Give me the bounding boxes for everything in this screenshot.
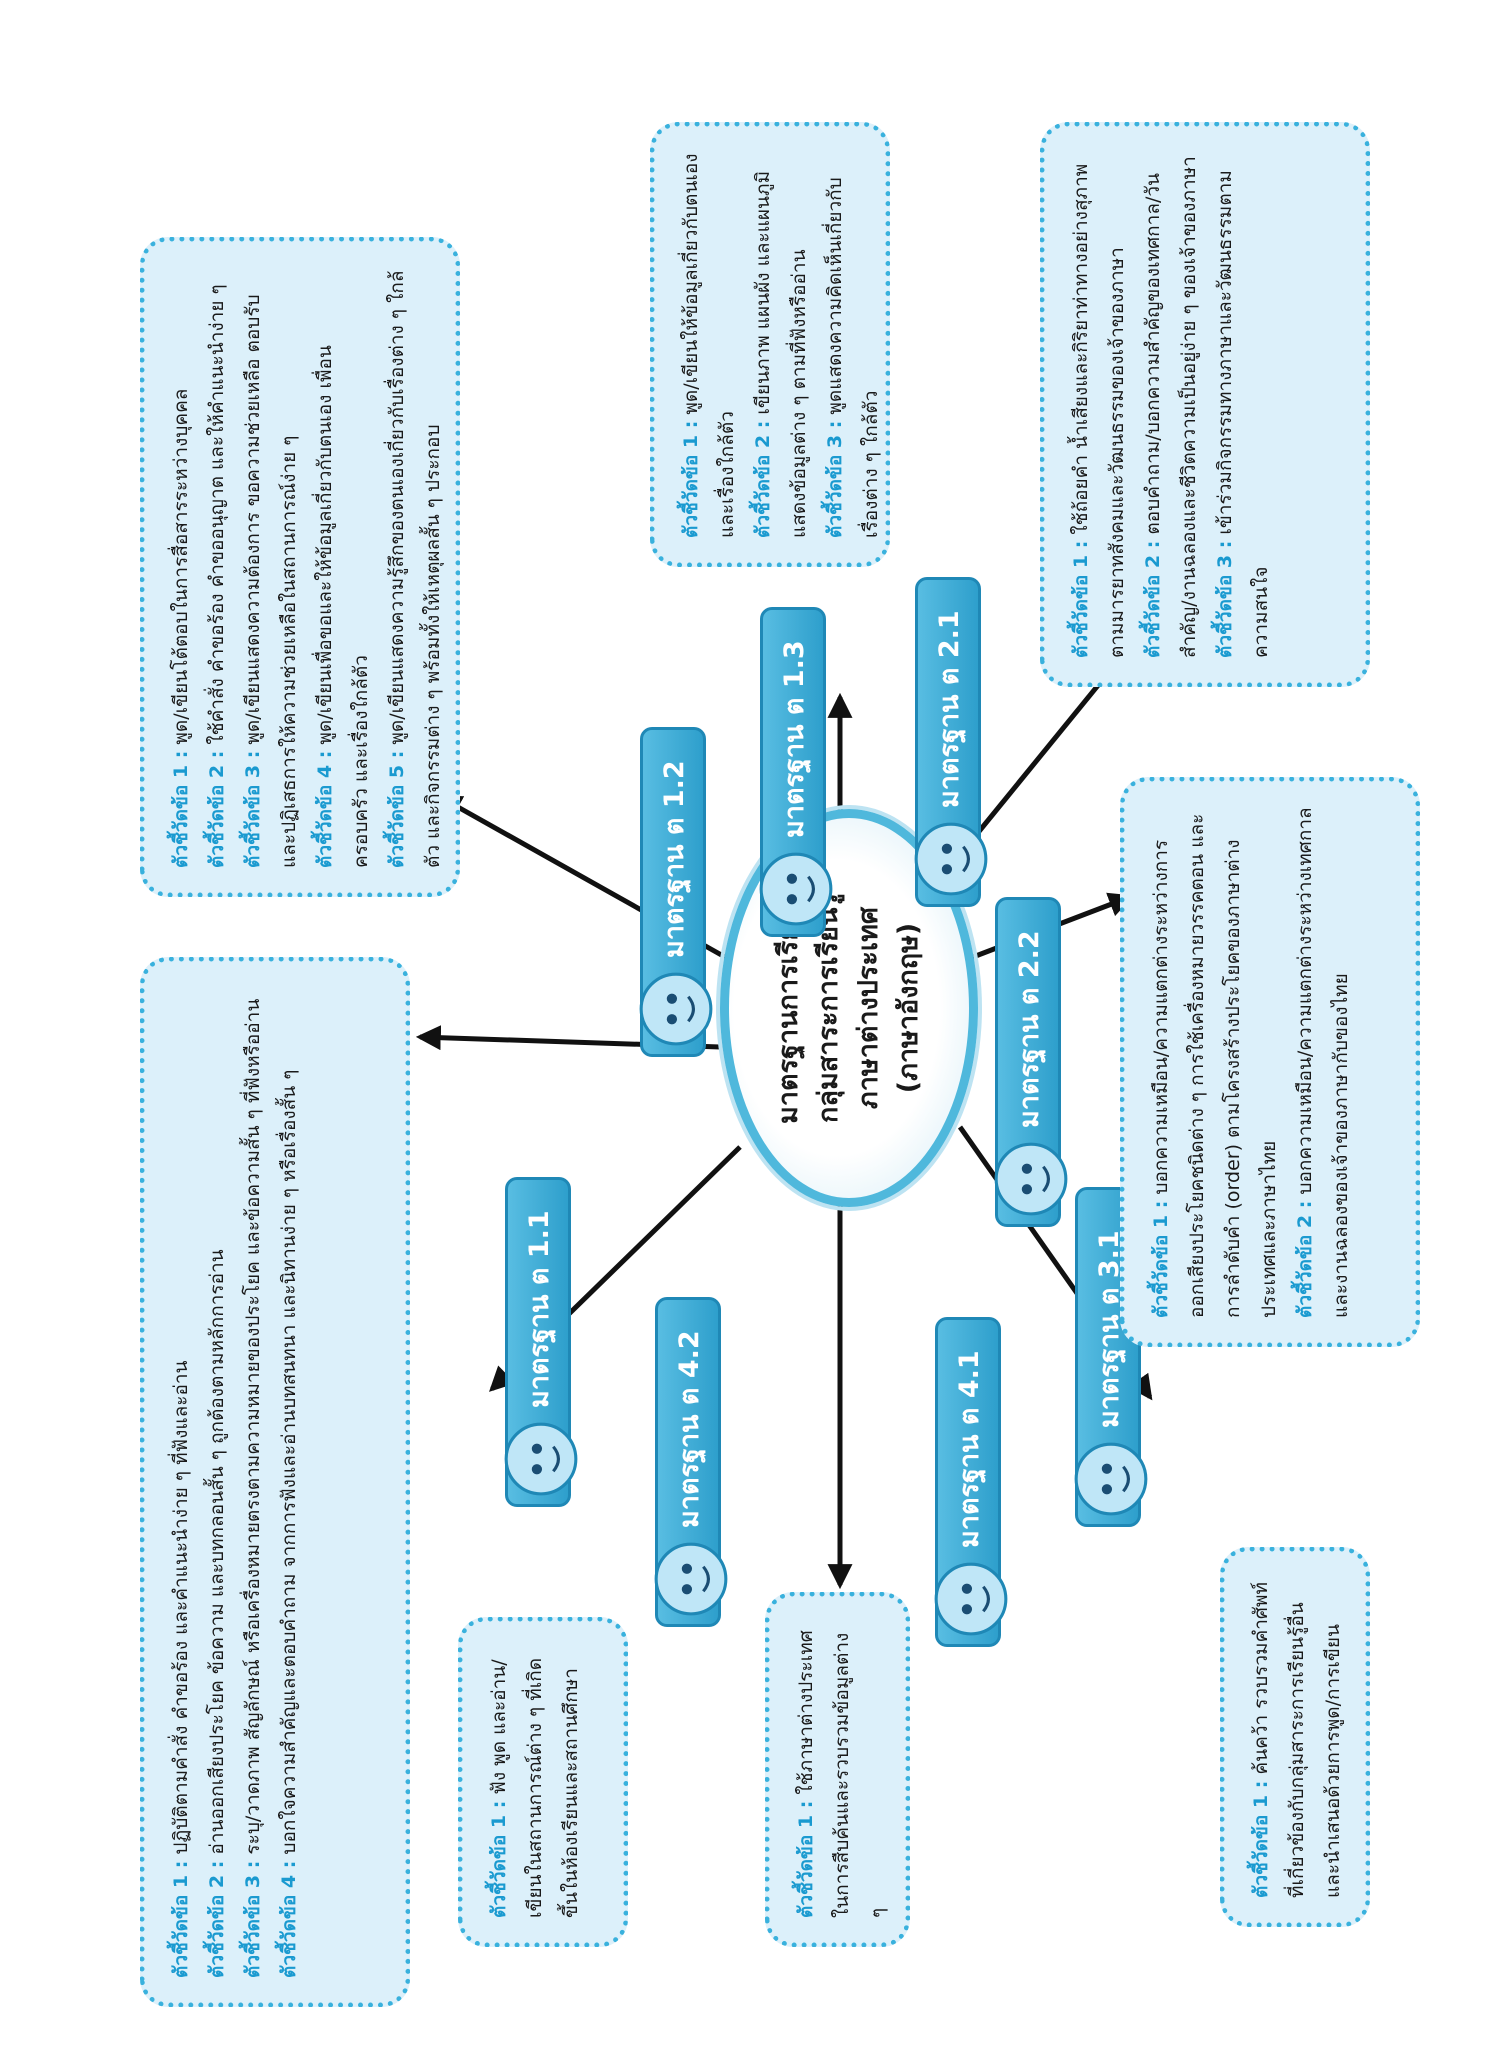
indicator-4-1-1: ตัวชี้วัดข้อ 1 : ใช้ภาษาต่างประเทศในการส… <box>795 1630 889 1918</box>
indicator-box-1-1: ตัวชี้วัดข้อ 1 : ปฏิบัติตามคำสั่ง คำขอร้… <box>140 957 410 2007</box>
indicator-1-2-4: ตัวชี้วัดข้อ 4 : พูด/เขียนเพื่อขอและให้ข… <box>314 345 372 868</box>
indicator-box-4-2: ตัวชี้วัดข้อ 1 : ฟัง พูด และอ่าน/เขียนใน… <box>458 1617 628 1947</box>
standard-label-3-1: มาตรฐาน ต 3.1 <box>1074 1187 1148 1527</box>
indicator-1-2-3: ตัวชี้วัดข้อ 3 : พูด/เขียนแสดงความต้องกา… <box>242 294 300 868</box>
mascot-icon <box>994 1142 1068 1216</box>
standard-text-4-2: มาตรฐาน ต 4.2 <box>673 1330 705 1528</box>
indicator-box-2-2: ตัวชี้วัดข้อ 1 : บอกความเหมือน/ความแตกต่… <box>1120 777 1420 1347</box>
mascot-icon <box>759 852 833 926</box>
center-line-4: (ภาษาอังกฤษ) <box>893 922 924 1094</box>
indicator-box-1-3: ตัวชี้วัดข้อ 1 : พูด/เขียนให้ข้อมูลเกี่ย… <box>650 122 890 567</box>
standard-label-1-3: มาตรฐาน ต 1.3 <box>759 607 833 937</box>
indicator-1-3-1: ตัวชี้วัดข้อ 1 : พูด/เขียนให้ข้อมูลเกี่ย… <box>680 153 738 538</box>
standard-label-1-1: มาตรฐาน ต 1.1 <box>504 1177 578 1507</box>
indicator-3-1-1: ตัวชี้วัดข้อ 1 : ค้นคว้า รวบรวมคำศัพท์ที… <box>1250 1581 1344 1898</box>
mascot-icon <box>914 822 988 896</box>
indicator-box-1-2: ตัวชี้วัดข้อ 1 : พูด/เขียนโต้ตอบในการสื่… <box>140 237 460 897</box>
standard-text-1-2: มาตรฐาน ต 1.2 <box>658 760 690 958</box>
indicator-1-3-3: ตัวชี้วัดข้อ 3 : พูดแสดงความคิดเห็นเกี่ย… <box>824 177 882 538</box>
indicator-2-2-1: ตัวชี้วัดข้อ 1 : บอกความเหมือน/ความแตกต่… <box>1150 813 1280 1318</box>
mascot-icon <box>934 1562 1008 1636</box>
standard-text-2-1: มาตรฐาน ต 2.1 <box>933 610 965 808</box>
indicator-2-2-2: ตัวชี้วัดข้อ 2 : บอกความเหมือน/ความแตกต่… <box>1294 807 1352 1318</box>
standard-text-1-3: มาตรฐาน ต 1.3 <box>778 640 810 838</box>
mascot-icon <box>654 1542 728 1616</box>
indicator-1-3-2: ตัวชี้วัดข้อ 2 : เขียนภาพ แผนผัง และแผนภ… <box>752 170 810 538</box>
mascot-icon <box>1074 1442 1148 1516</box>
indicator-2-1-3: ตัวชี้วัดข้อ 3 : เข้าร่วมกิจกรรมทางภาษาแ… <box>1214 170 1272 658</box>
indicator-1-2-2: ตัวชี้วัดข้อ 2 : ใช้คำสั่ง คำขอร้อง คำขอ… <box>206 284 228 868</box>
center-line-3: ภาษาต่างประเทศ <box>853 906 884 1110</box>
indicator-box-3-1: ตัวชี้วัดข้อ 1 : ค้นคว้า รวบรวมคำศัพท์ที… <box>1220 1547 1370 1927</box>
standard-text-4-1: มาตรฐาน ต 4.1 <box>953 1350 985 1548</box>
indicator-1-1-3: ตัวชี้วัดข้อ 3 : ระบุ/วาดภาพ สัญลักษณ์ ห… <box>242 998 264 1978</box>
indicator-box-2-1: ตัวชี้วัดข้อ 1 : ใช้ถ้อยคำ น้ำเสียงและกิ… <box>1040 122 1370 687</box>
standard-text-1-1: มาตรฐาน ต 1.1 <box>523 1210 555 1408</box>
mascot-icon <box>639 972 713 1046</box>
standard-label-4-1: มาตรฐาน ต 4.1 <box>934 1317 1008 1647</box>
indicator-1-1-2: ตัวชี้วัดข้อ 2 : อ่านออกเสียงประโยค ข้อค… <box>206 1249 228 1978</box>
standard-label-4-2: มาตรฐาน ต 4.2 <box>654 1297 728 1627</box>
standard-text-2-2: มาตรฐาน ต 2.2 <box>1013 930 1045 1128</box>
indicator-1-2-1: ตัวชี้วัดข้อ 1 : พูด/เขียนโต้ตอบในการสื่… <box>170 388 192 868</box>
indicator-box-4-1: ตัวชี้วัดข้อ 1 : ใช้ภาษาต่างประเทศในการส… <box>765 1592 910 1947</box>
standard-label-1-2: มาตรฐาน ต 1.2 <box>639 727 713 1057</box>
indicator-1-1-1: ตัวชี้วัดข้อ 1 : ปฏิบัติตามคำสั่ง คำขอร้… <box>170 1360 192 1978</box>
standard-label-2-2: มาตรฐาน ต 2.2 <box>994 897 1068 1227</box>
standard-label-2-1: มาตรฐาน ต 2.1 <box>914 577 988 907</box>
mascot-icon <box>504 1422 578 1496</box>
indicator-2-1-2: ตัวชี้วัดข้อ 2 : ตอบคำถาม/บอกความสำคัญขอ… <box>1142 156 1200 658</box>
indicator-4-2-1: ตัวชี้วัดข้อ 1 : ฟัง พูด และอ่าน/เขียนใน… <box>488 1657 582 1918</box>
indicator-1-2-5: ตัวชี้วัดข้อ 5 : พูด/เขียนแสดงความรู้สึก… <box>386 270 444 868</box>
indicator-2-1-1: ตัวชี้วัดข้อ 1 : ใช้ถ้อยคำ น้ำเสียงและกิ… <box>1070 163 1128 658</box>
indicator-1-1-4: ตัวชี้วัดข้อ 4 : บอกใจความสำคัญและตอบคำถ… <box>278 1069 300 1978</box>
